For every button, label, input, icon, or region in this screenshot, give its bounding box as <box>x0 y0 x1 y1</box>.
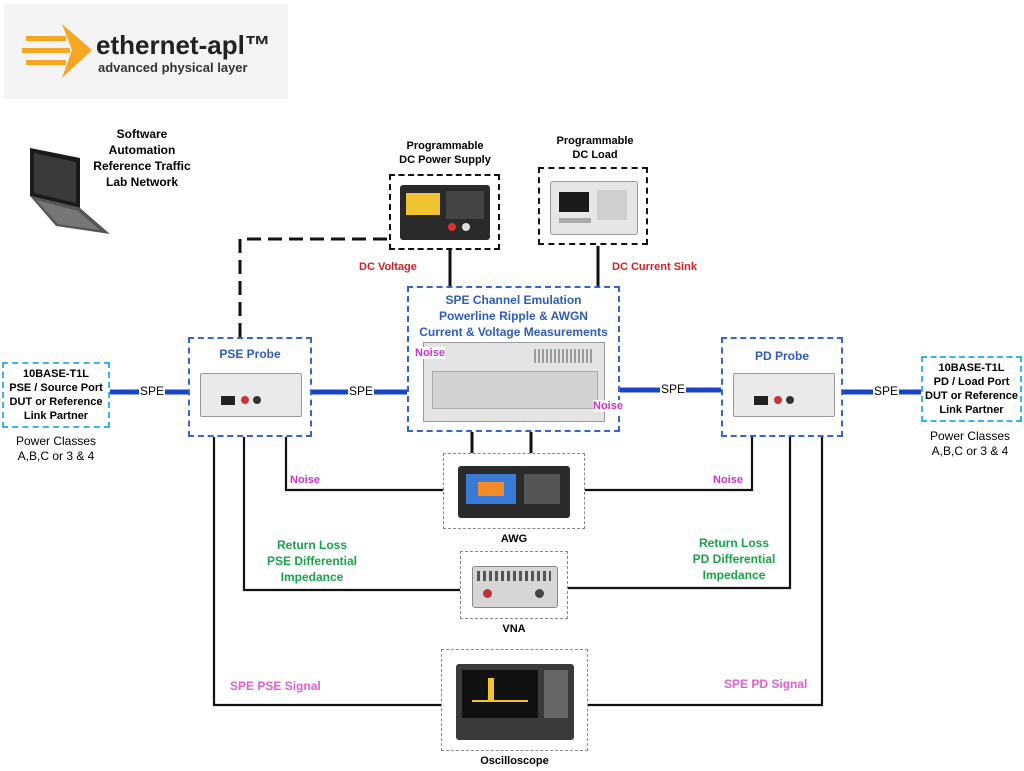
dc-load-box[interactable] <box>538 167 648 245</box>
return-loss-left: Return Loss PSE Differential Impedance <box>266 538 358 584</box>
return-loss-right: Return Loss PD Differential Impedance <box>692 536 776 582</box>
power-supply-device-icon <box>400 185 490 240</box>
spe-label-left-port: SPE <box>139 384 166 398</box>
spe-pse-signal-label: SPE PSE Signal <box>230 679 321 693</box>
channel-noise-left-label: Noise <box>415 347 445 359</box>
oscilloscope-box[interactable] <box>441 649 588 751</box>
pd-probe-title: PD Probe <box>754 349 809 363</box>
left-port-box[interactable]: 10BASE-T1L PSE / Source Port DUT or Refe… <box>2 362 110 428</box>
noise-label-right: Noise <box>713 474 743 486</box>
dc-load-caption: Programmable DC Load <box>556 135 634 161</box>
channel-emulator-box[interactable]: SPE Channel Emulation Powerline Ripple &… <box>407 286 623 432</box>
spe-pd-signal-label: SPE PD Signal <box>724 677 808 691</box>
power-supply-box[interactable] <box>389 174 500 250</box>
oscilloscope-label: Oscilloscope <box>480 755 549 767</box>
awg-box[interactable] <box>443 453 585 529</box>
logo: ethernet-apl™ advanced physical layer <box>4 4 288 99</box>
pd-probe-box[interactable]: PD Probe <box>721 337 843 437</box>
pse-probe-device-icon <box>200 373 302 417</box>
vna-device-icon <box>472 566 558 608</box>
laptop-icon <box>30 148 110 234</box>
laptop-caption: Software Automation Reference Traffic La… <box>93 127 191 189</box>
oscilloscope-device-icon <box>456 664 574 740</box>
pse-probe-box[interactable]: PSE Probe <box>188 337 312 437</box>
vna-box[interactable] <box>460 551 568 619</box>
logo-wordmark: ethernet-apl™ <box>96 30 271 60</box>
logo-tagline: advanced physical layer <box>98 60 248 75</box>
spe-label-right-port: SPE <box>873 384 900 398</box>
awg-device-icon <box>458 466 570 518</box>
right-power-classes: Power Classes A,B,C or 3 & 4 <box>929 429 1011 458</box>
dc-voltage-label: DC Voltage <box>359 261 417 273</box>
left-power-classes: Power Classes A,B,C or 3 & 4 <box>15 434 97 463</box>
dc-load-device-icon <box>550 181 638 235</box>
power-supply-caption: Programmable DC Power Supply <box>399 140 491 166</box>
spe-label-channel-pd: SPE <box>660 382 687 396</box>
pse-probe-title: PSE Probe <box>219 347 281 361</box>
dc-current-sink-label: DC Current Sink <box>612 261 697 273</box>
pd-probe-device-icon <box>733 373 835 417</box>
noise-label-left: Noise <box>290 474 320 486</box>
right-port-box[interactable]: 10BASE-T1L PD / Load Port DUT or Referen… <box>921 356 1022 422</box>
channel-noise-right-label: Noise <box>593 400 623 412</box>
spe-label-pse-channel: SPE <box>348 384 375 398</box>
vna-label: VNA <box>502 623 526 635</box>
channel-emulator-caption: SPE Channel Emulation Powerline Ripple &… <box>419 293 608 339</box>
channel-emulator-device-icon <box>423 342 605 422</box>
logo-arrow-icon <box>22 24 92 78</box>
awg-label: AWG <box>500 533 528 545</box>
